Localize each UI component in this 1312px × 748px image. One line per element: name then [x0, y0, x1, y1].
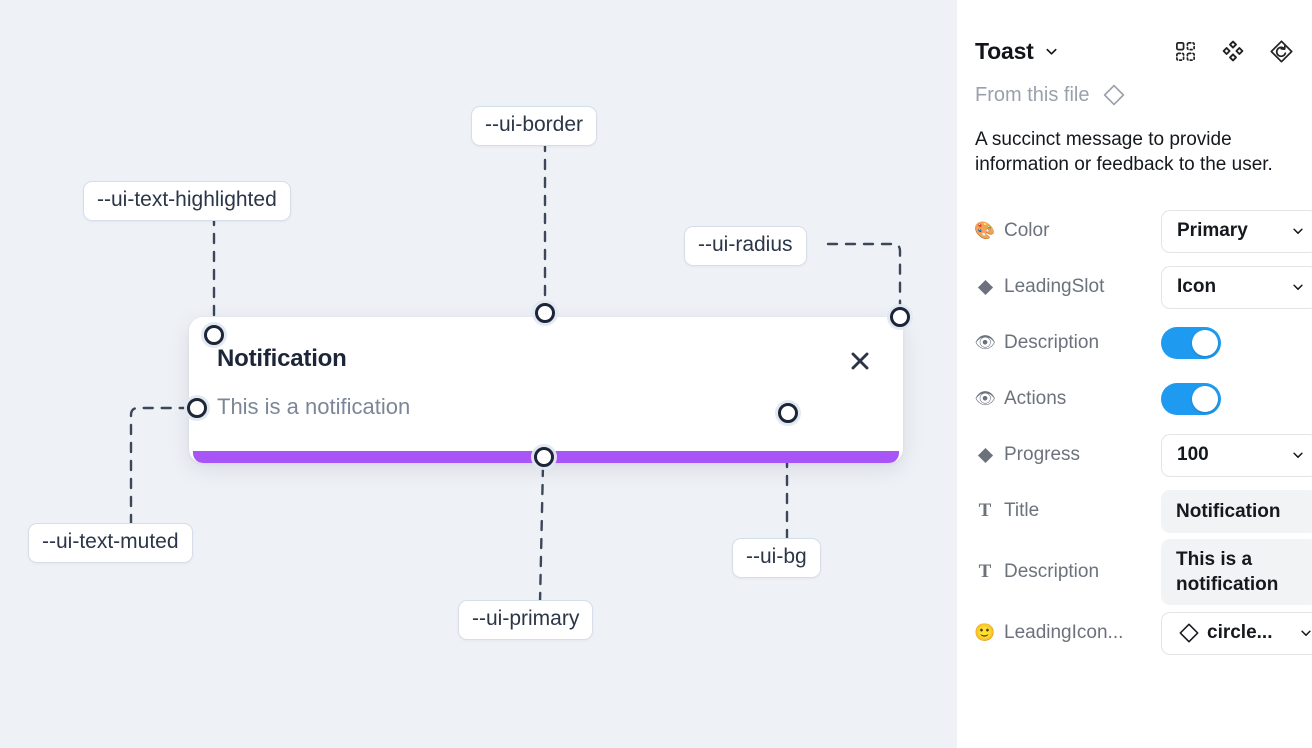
toast-component-preview[interactable]: Notification This is a notification — [189, 317, 903, 463]
text-type-icon: T — [978, 561, 992, 582]
chevron-down-icon — [1299, 626, 1312, 640]
chevron-down-icon — [1291, 280, 1305, 294]
property-control-description-visibility — [1161, 327, 1294, 359]
property-control-description-text: This is a notification — [1161, 539, 1312, 605]
title-input[interactable]: Notification — [1161, 489, 1312, 533]
diamond-filled-icon — [975, 277, 995, 297]
property-label-text: LeadingIcon... — [1004, 622, 1124, 643]
property-control-progress: 100 — [1161, 433, 1312, 477]
property-label-description-visibility: 👁 Description — [975, 332, 1161, 354]
property-row-leading-slot: LeadingSlot Icon — [975, 259, 1312, 315]
from-this-file-label: From this file — [975, 83, 1090, 106]
palette-icon: 🎨 — [975, 221, 996, 240]
property-row-description-visibility: 👁 Description — [975, 315, 1294, 371]
property-label-text: Progress — [1004, 444, 1081, 465]
property-label-text: Description — [1004, 332, 1100, 353]
leading-slot-select[interactable]: Icon — [1161, 265, 1312, 309]
property-label-description-text: T Description — [975, 561, 1161, 583]
property-row-progress: Progress 100 — [975, 427, 1312, 483]
property-label-text: Description — [1004, 561, 1100, 582]
property-label-progress: Progress — [975, 444, 1161, 466]
annotation-marker-ui-radius[interactable] — [890, 307, 910, 327]
property-row-description-text: T Description This is a notification — [975, 539, 1312, 605]
diamond-filled-icon — [975, 445, 995, 465]
design-canvas[interactable]: Notification This is a notification --ui… — [0, 0, 957, 748]
property-label-text: LeadingSlot — [1004, 276, 1105, 297]
property-control-color: Primary — [1161, 209, 1312, 253]
property-row-title: T Title Notification — [975, 483, 1312, 539]
component-diamonds-icon[interactable] — [1220, 38, 1246, 64]
chevron-down-icon[interactable] — [1044, 44, 1059, 59]
property-list: 🎨 Color Primary — [975, 203, 1312, 661]
annotation-marker-ui-bg[interactable] — [778, 403, 798, 423]
property-control-title: Notification — [1161, 489, 1312, 533]
actions-toggle[interactable] — [1161, 383, 1221, 415]
color-select[interactable]: Primary — [1161, 209, 1312, 253]
panel-header-actions — [1172, 38, 1294, 64]
reset-instance-icon[interactable] — [1268, 38, 1294, 64]
property-control-leading-slot: Icon — [1161, 265, 1312, 309]
leading-icon-select-value: circle... — [1207, 622, 1273, 643]
properties-panel: Toast — [957, 0, 1312, 748]
eye-icon: 👁 — [975, 333, 996, 352]
property-label-color: 🎨 Color — [975, 220, 1161, 242]
annotation-chip-ui-text-highlighted[interactable]: --ui-text-highlighted — [83, 181, 291, 222]
component-grid-icon[interactable] — [1172, 38, 1198, 64]
component-description: A succinct message to provide informatio… — [975, 129, 1273, 175]
annotation-chip-ui-bg[interactable]: --ui-bg — [732, 538, 821, 579]
chevron-down-icon — [1291, 448, 1305, 462]
toast-title: Notification — [217, 345, 347, 372]
property-row-actions-visibility: 👁 Actions — [975, 371, 1294, 427]
page-title: Toast — [975, 37, 1034, 64]
eye-icon: 👁 — [975, 389, 996, 408]
property-label-text: Title — [1004, 500, 1040, 521]
property-control-leading-icon: circle... — [1161, 611, 1312, 655]
annotation-marker-ui-text-highlighted[interactable] — [204, 325, 224, 345]
description-toggle[interactable] — [1161, 327, 1221, 359]
property-label-text: Color — [1004, 220, 1050, 241]
panel-header: Toast — [975, 0, 1294, 64]
property-control-actions-visibility — [1161, 383, 1294, 415]
annotation-chip-ui-text-muted[interactable]: --ui-text-muted — [28, 523, 193, 564]
leading-slot-select-value: Icon — [1177, 276, 1217, 297]
property-label-title: T Title — [975, 500, 1161, 522]
leading-icon-select[interactable]: circle... — [1161, 611, 1312, 655]
color-select-value: Primary — [1177, 220, 1248, 241]
property-label-leading-icon: 🙂 LeadingIcon... — [975, 622, 1161, 644]
property-row-color: 🎨 Color Primary — [975, 203, 1312, 259]
diamond-outline-icon — [1177, 621, 1201, 645]
chevron-down-icon — [1291, 224, 1305, 238]
annotation-chip-ui-border[interactable]: --ui-border — [471, 106, 598, 147]
property-label-actions-visibility: 👁 Actions — [975, 388, 1161, 410]
property-label-leading-slot: LeadingSlot — [975, 276, 1161, 298]
annotation-marker-ui-text-muted[interactable] — [187, 398, 207, 418]
text-type-icon: T — [978, 500, 992, 521]
toggle-knob — [1192, 386, 1218, 412]
progress-select[interactable]: 100 — [1161, 433, 1312, 477]
toast-description: This is a notification — [217, 394, 411, 419]
close-x-icon[interactable] — [847, 348, 873, 374]
description-input[interactable]: This is a notification — [1161, 539, 1312, 605]
from-this-file-row[interactable]: From this file — [975, 82, 1294, 108]
progress-select-value: 100 — [1177, 444, 1209, 465]
toggle-knob — [1192, 330, 1218, 356]
property-row-leading-icon: 🙂 LeadingIcon... circle... — [975, 605, 1312, 661]
annotation-chip-ui-primary[interactable]: --ui-primary — [458, 600, 594, 641]
annotation-chip-ui-radius[interactable]: --ui-radius — [684, 226, 807, 267]
annotation-marker-ui-border[interactable] — [535, 303, 555, 323]
annotation-marker-ui-primary[interactable] — [534, 447, 554, 467]
diamond-outline-icon — [1101, 82, 1127, 108]
smiley-icon: 🙂 — [975, 623, 996, 642]
property-label-text: Actions — [1004, 388, 1067, 409]
